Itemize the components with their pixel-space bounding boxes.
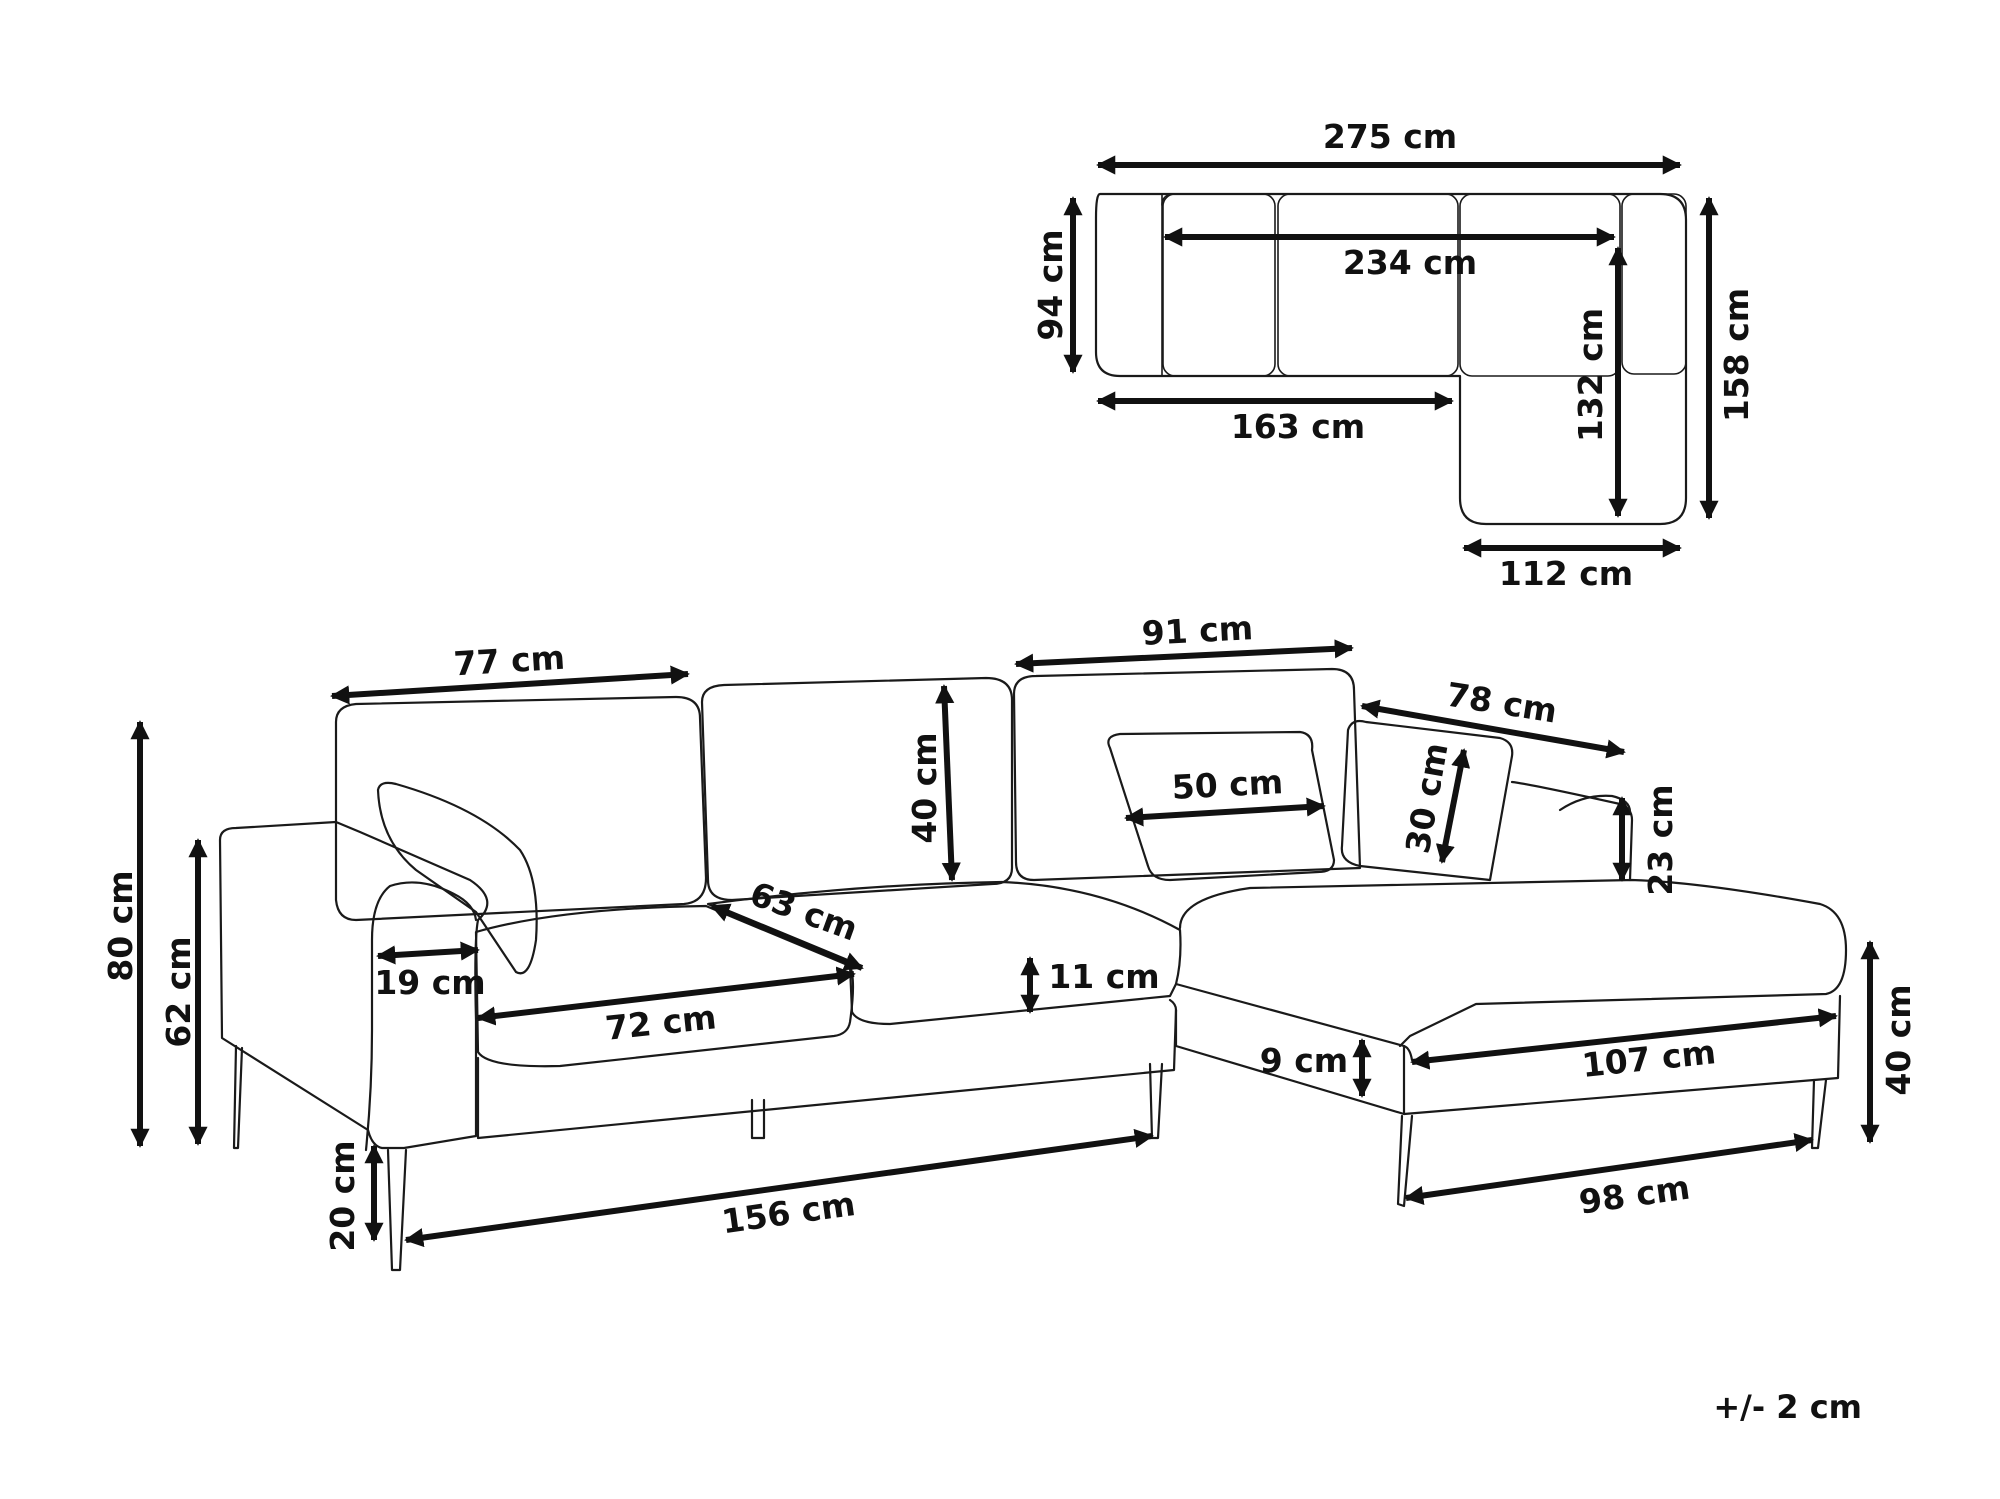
dim-63-line	[710, 903, 864, 971]
dim-107-line	[1410, 1008, 1838, 1070]
dim-40-back-line	[935, 684, 961, 882]
dim-19-line	[376, 941, 480, 965]
dim-50-line	[1124, 797, 1326, 827]
dim-62-label: 62 cm	[159, 936, 198, 1047]
dim-30-line	[1435, 748, 1471, 864]
dim-275-label: 275 cm	[1323, 117, 1457, 156]
dim-9-label: 9 cm	[1260, 1041, 1348, 1080]
dim-19-label: 19 cm	[374, 963, 485, 1002]
dim-132-label: 132 cm	[1571, 308, 1610, 442]
dim-98-line	[1404, 1132, 1814, 1206]
dim-40-back-label: 40 cm	[905, 732, 944, 843]
dim-72-line	[476, 966, 856, 1026]
dim-20-label: 20 cm	[323, 1140, 362, 1251]
dim-80-label: 80 cm	[101, 870, 140, 981]
dim-234-label: 234 cm	[1343, 243, 1477, 282]
dim-94-label: 94 cm	[1031, 229, 1070, 340]
dim-40-seat-label: 40 cm	[1879, 984, 1918, 1095]
dim-23-label: 23 cm	[1641, 784, 1680, 895]
dim-158-label: 158 cm	[1717, 288, 1756, 422]
dim-77-line	[330, 665, 690, 705]
dim-163-label: 163 cm	[1231, 407, 1365, 446]
dim-91-line	[1014, 639, 1354, 673]
dim-50-label: 50 cm	[1171, 762, 1284, 807]
dim-78-line	[1360, 699, 1626, 759]
dim-72-label: 72 cm	[603, 997, 718, 1047]
dim-156-line	[404, 1128, 1154, 1248]
dim-98-label: 98 cm	[1577, 1168, 1693, 1222]
dim-63-label: 63 cm	[745, 874, 863, 949]
dim-77-label: 77 cm	[453, 638, 567, 684]
dim-112-label: 112 cm	[1499, 554, 1633, 593]
dim-11-label: 11 cm	[1048, 957, 1159, 996]
tolerance-label: +/- 2 cm	[1713, 1388, 1862, 1426]
dim-91-label: 91 cm	[1141, 608, 1254, 653]
